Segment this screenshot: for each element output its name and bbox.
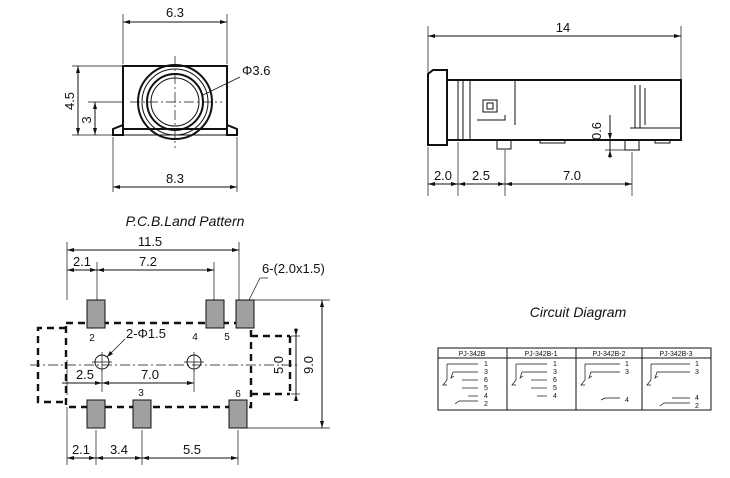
pcb-outer-height-label: 9.0 [301, 356, 316, 374]
side-view: 14 0.6 [427, 20, 682, 196]
front-center-height-label: 3 [79, 116, 94, 123]
model-label-0: PJ-342B [459, 351, 486, 358]
pcb-overall-width-label: 11.5 [138, 234, 162, 249]
pin1-1: 1 [553, 361, 557, 368]
pin3-2: 2 [695, 403, 699, 410]
pcb-inner-height-label: 5.0 [271, 356, 286, 374]
pad-5 [205, 299, 225, 329]
pin-label-4: 4 [192, 332, 198, 343]
side-length-label: 14 [556, 20, 570, 35]
pin-label-6: 6 [235, 389, 241, 400]
pad-2 [86, 299, 106, 329]
circuit-diagram: Circuit Diagram PJ-342B PJ-342B-1 PJ-342… [437, 304, 712, 411]
pcb-bottom-b-label: 3.4 [110, 442, 128, 457]
model-label-1: PJ-342B-1 [524, 351, 557, 358]
pin3-3: 3 [695, 369, 699, 376]
pin0-6: 6 [484, 377, 488, 384]
pcb-holes-label: 2-Φ1.5 [126, 326, 166, 341]
pin2-3: 3 [625, 369, 629, 376]
pin2-1: 1 [625, 361, 629, 368]
schematic-pj-342b-2: 1 3 4 [580, 361, 629, 404]
front-height-label: 4.5 [62, 92, 77, 110]
circuit-table [437, 347, 712, 411]
pin-label-2: 2 [89, 333, 95, 344]
pad-3 [132, 399, 152, 429]
side-offset-label: 0.6 [589, 122, 604, 140]
pad-6 [228, 399, 248, 429]
front-width-top-label: 6.3 [166, 5, 184, 20]
pcb-top-span-label: 7.2 [139, 254, 157, 269]
pcb-pad-spec-label: 6-(2.0x1.5) [262, 261, 325, 276]
pin-label-3: 3 [138, 388, 144, 399]
pcb-land-pattern: P.C.B.Land Pattern 11.5 2.1 7.2 6-(2.0x1… [30, 213, 330, 465]
pcb-hole-offset-label: 2.5 [76, 367, 94, 382]
circuit-title: Circuit Diagram [530, 304, 627, 320]
pcb-top-left-offset-label: 2.1 [73, 254, 91, 269]
pin0-3: 3 [484, 369, 488, 376]
model-label-2: PJ-342B-2 [592, 351, 625, 358]
pin3-1: 1 [695, 361, 699, 368]
jack-side-body [427, 69, 682, 146]
front-view: 6.3 Φ3.6 4.5 3 8.3 [62, 5, 270, 192]
schematic-pj-342b: 1 3 6 5 4 2 [442, 361, 488, 408]
front-diameter-label: Φ3.6 [242, 63, 270, 78]
pin0-2: 2 [484, 401, 488, 408]
pin0-5: 5 [484, 385, 488, 392]
front-width-bottom-label: 8.3 [166, 171, 184, 186]
pcb-bottom-c-label: 5.5 [183, 442, 201, 457]
pin-label-5: 5 [224, 332, 230, 343]
side-dim-b-label: 2.5 [472, 168, 490, 183]
pin1-5: 5 [553, 385, 557, 392]
pad-4-bottom [86, 399, 106, 429]
pin0-4: 4 [484, 393, 488, 400]
pin2-4: 4 [625, 397, 629, 404]
pin1-4: 4 [553, 393, 557, 400]
schematic-pj-342b-1: 1 3 6 5 4 [511, 361, 557, 400]
side-dim-c-label: 7.0 [563, 168, 581, 183]
pin0-1: 1 [484, 361, 488, 368]
pin3-4: 4 [695, 395, 699, 402]
pcb-bottom-a-label: 2.1 [72, 442, 90, 457]
side-dim-a-label: 2.0 [434, 168, 452, 183]
pcb-title: P.C.B.Land Pattern [126, 213, 245, 229]
pin1-6: 6 [553, 377, 557, 384]
schematic-pj-342b-3: 1 3 4 2 [646, 361, 699, 410]
pad-1 [235, 299, 255, 329]
pin1-3: 3 [553, 369, 557, 376]
model-label-3: PJ-342B-3 [659, 351, 692, 358]
pcb-hole-spacing-label: 7.0 [141, 367, 159, 382]
